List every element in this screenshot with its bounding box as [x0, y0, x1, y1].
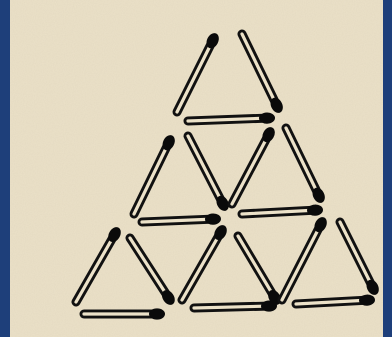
paper-texture-grain [10, 0, 383, 337]
match-17-hollow [194, 306, 272, 308]
paper-background [10, 0, 383, 337]
matchstick-board [10, 0, 383, 337]
match-16-head [149, 308, 165, 319]
